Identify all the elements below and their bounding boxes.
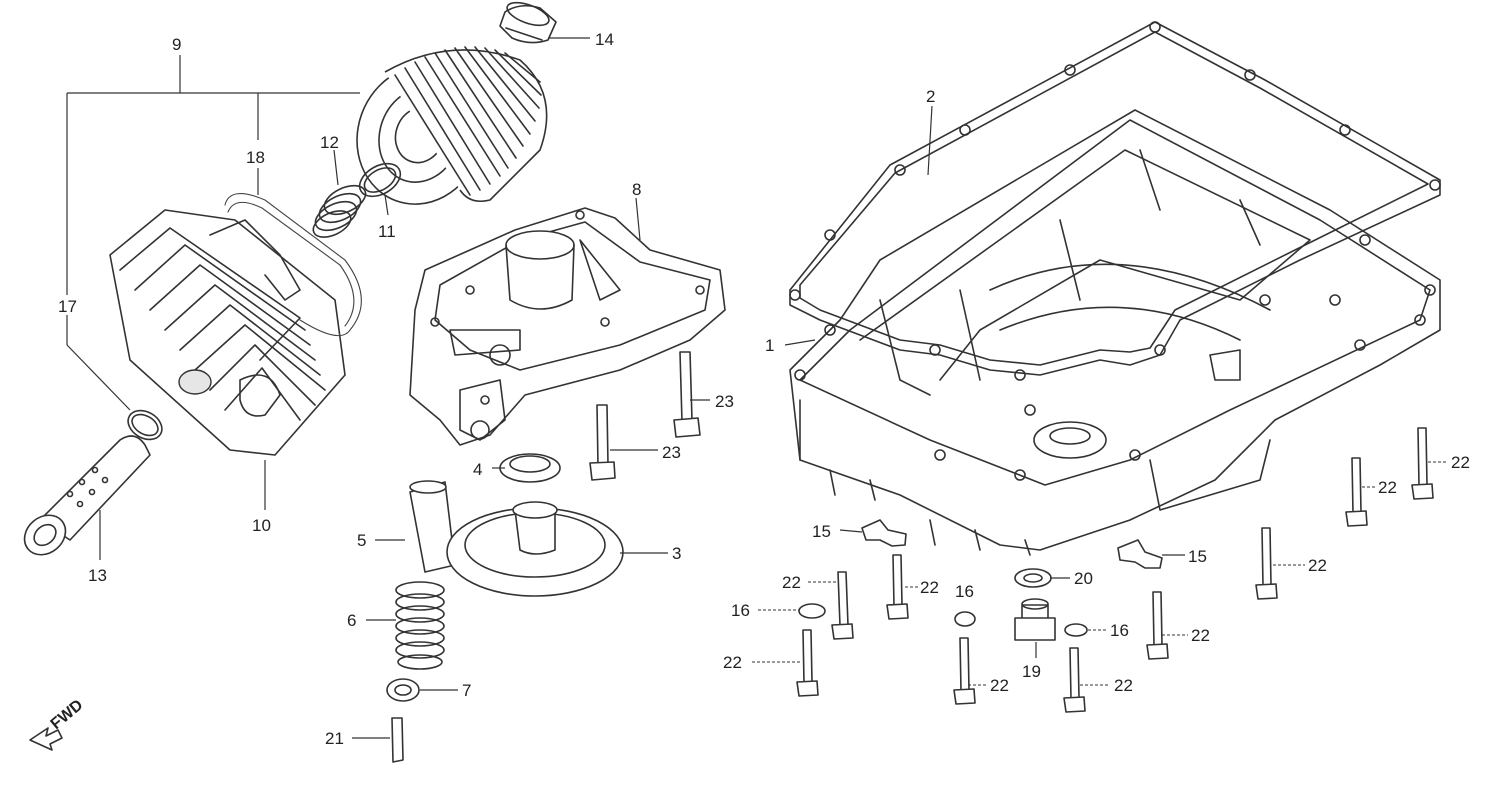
callout-22i: 22 xyxy=(1451,453,1470,472)
oil-pump-cover-8 xyxy=(409,207,726,446)
bolt-23-upper xyxy=(673,351,701,438)
spring-12 xyxy=(312,184,367,238)
callout-2: 2 xyxy=(926,87,935,106)
fitting-14 xyxy=(499,1,557,44)
callout-22d: 22 xyxy=(990,676,1009,695)
callout-8: 8 xyxy=(632,180,641,199)
oil-pan-1 xyxy=(789,109,1441,556)
callout-22a: 22 xyxy=(782,573,801,592)
bolt-23-lower xyxy=(589,404,616,481)
bolt-22-i xyxy=(1411,427,1434,500)
washer-20 xyxy=(1014,568,1052,588)
callout-6: 6 xyxy=(347,611,356,630)
callout-21: 21 xyxy=(325,729,344,748)
bolt-22-c xyxy=(886,554,909,620)
callout-10: 10 xyxy=(252,516,271,535)
bracket-15-left xyxy=(861,519,907,547)
callout-19: 19 xyxy=(1022,662,1041,681)
washer-7 xyxy=(386,678,420,702)
strainer-3 xyxy=(446,501,624,597)
callout-labels: 9 14 18 12 11 17 10 13 8 2 1 23 23 4 5 3… xyxy=(48,30,1470,748)
callout-18: 18 xyxy=(246,148,265,167)
bolt-22-a xyxy=(831,571,854,640)
bolt-22-b xyxy=(796,629,819,697)
callout-15a: 15 xyxy=(812,522,831,541)
callout-16c: 16 xyxy=(1110,621,1129,640)
center-bolt-13 xyxy=(23,435,151,556)
bolt-22-e xyxy=(1063,647,1086,713)
bolt-22-h xyxy=(1345,457,1368,527)
callout-16a: 16 xyxy=(731,601,750,620)
callout-20: 20 xyxy=(1074,569,1093,588)
oil-pan-gasket-2 xyxy=(789,21,1441,376)
callout-13: 13 xyxy=(88,566,107,585)
callout-22g: 22 xyxy=(1308,556,1327,575)
callout-22c: 22 xyxy=(723,653,742,672)
callout-5: 5 xyxy=(357,531,366,550)
washer-16-left xyxy=(798,603,826,619)
leader-lines xyxy=(66,37,1448,739)
bracket-15-right xyxy=(1117,539,1163,569)
o-ring-17 xyxy=(127,409,163,441)
washer-16-right xyxy=(1064,623,1088,637)
callout-22e: 22 xyxy=(1114,676,1133,695)
callout-7: 7 xyxy=(462,681,471,700)
spring-6 xyxy=(395,581,445,670)
callout-9: 9 xyxy=(172,35,181,54)
oil-cooler xyxy=(109,209,346,456)
callout-22f: 22 xyxy=(1191,626,1210,645)
pin-21 xyxy=(391,717,404,763)
callout-1: 1 xyxy=(765,336,774,355)
oil-filter xyxy=(356,46,548,205)
callout-4: 4 xyxy=(473,460,482,479)
gasket-holes xyxy=(789,21,1441,381)
drain-bolt-19 xyxy=(1014,598,1056,641)
seal-4 xyxy=(499,453,561,483)
callout-11: 11 xyxy=(378,222,396,241)
forward-direction-arrow-icon xyxy=(29,727,63,751)
fwd-label: FWD xyxy=(48,697,87,733)
callout-16b: 16 xyxy=(955,582,974,601)
washer-16-center xyxy=(954,611,976,627)
bolt-22-g xyxy=(1255,527,1278,600)
bolt-22-d xyxy=(953,637,976,705)
callout-14: 14 xyxy=(595,30,614,49)
callout-15b: 15 xyxy=(1188,547,1207,566)
callout-22h: 22 xyxy=(1378,478,1397,497)
callout-23a: 23 xyxy=(715,392,734,411)
callout-17: 17 xyxy=(58,297,77,316)
callout-23b: 23 xyxy=(662,443,681,462)
callout-12: 12 xyxy=(320,133,339,152)
bolt-22-f xyxy=(1146,591,1169,660)
o-ring-18 xyxy=(224,193,362,337)
callout-22b: 22 xyxy=(920,578,939,597)
o-ring-11 xyxy=(358,162,402,198)
callout-3: 3 xyxy=(672,544,681,563)
